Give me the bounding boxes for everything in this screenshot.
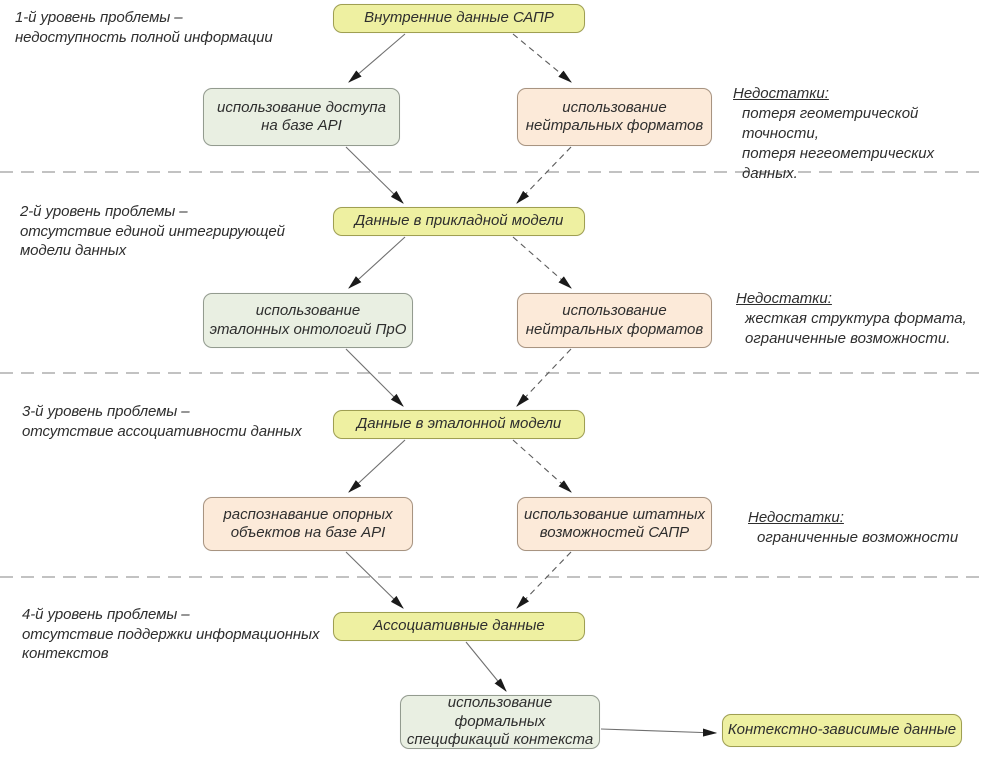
label-line: 4-й уровень проблемы – — [22, 606, 190, 623]
arrow-l1-left-to-l2 — [345, 146, 404, 204]
drawbacks-line: потеря геометрической точности, — [742, 105, 919, 142]
level-4-problem-label: 4-й уровень проблемы – отсутствие поддер… — [22, 605, 319, 664]
box-api-access: использование доступа на базе API — [203, 88, 400, 146]
box-label-line: спецификаций контекста — [406, 731, 594, 749]
label-line: отсутствие единой интегрирующей — [20, 222, 285, 240]
drawbacks-line: потеря негеометрических данных. — [742, 145, 935, 182]
box-label-line: использование формальных — [447, 694, 553, 730]
box-neutral-formats-2: использование нейтральных форматов — [517, 293, 712, 348]
box-neutral-formats-1: использование нейтральных форматов — [517, 88, 712, 146]
box-formal-context-specs: использование формальных спецификаций ко… — [400, 694, 600, 749]
box-applied-model-data: Данные в прикладной модели — [333, 207, 585, 236]
box-reference-ontologies: использование эталонных онтологий ПрО — [203, 293, 413, 348]
box-label-line: использование доступа — [217, 98, 386, 116]
arrow-l2-source-to-left — [348, 236, 406, 289]
box-label: Данные в прикладной модели — [354, 212, 564, 230]
arrow-l2-source-to-right — [512, 236, 572, 289]
label-line: недоступность полной информации — [15, 28, 273, 46]
box-label-line: использование — [562, 302, 667, 319]
arrow-l3-source-to-right — [512, 439, 572, 493]
arrow-l3-right-to-l4 — [516, 551, 572, 609]
drawbacks-title: Недостатки: — [733, 85, 829, 102]
box-label-line: использование — [562, 98, 667, 116]
box-associative-data: Ассоциативные данные — [333, 612, 585, 641]
box-label-line: использование штатных — [524, 505, 705, 523]
box-label: Внутренние данные САПР — [364, 9, 554, 27]
box-label-line: распознавание опорных — [223, 505, 393, 523]
box-cad-builtin-features: использование штатных возможностей САПР — [517, 497, 712, 551]
label-line: 1-й уровень проблемы – — [15, 9, 183, 26]
box-label-line: объектов на базе API — [230, 524, 386, 541]
drawbacks-line: ограниченные возможности — [757, 529, 959, 546]
box-label-line: использование — [255, 302, 361, 319]
arrow-l1-right-to-l2 — [516, 146, 572, 204]
label-line: отсутствие поддержки информационных — [22, 625, 320, 643]
arrow-l3-left-to-l4 — [345, 551, 404, 609]
arrow-l1-source-to-right — [512, 33, 572, 83]
drawbacks-line: жесткая структура формата, — [745, 310, 967, 327]
drawbacks-level-3: Недостатки: ограниченные возможности — [748, 508, 958, 548]
box-internal-cad-data: Внутренние данные САПР — [333, 4, 585, 33]
box-reference-model-data: Данные в эталонной модели — [333, 410, 585, 439]
drawbacks-line: ограниченные возможности. — [745, 330, 951, 347]
box-label-line: нейтральных форматов — [525, 117, 704, 134]
box-label-line: нейтральных форматов — [525, 320, 704, 338]
box-label-line: на базе API — [261, 117, 342, 134]
arrow-l4-solution-to-result — [600, 728, 718, 737]
drawbacks-level-1: Недостатки: потеря геометрической точнос… — [733, 84, 986, 184]
box-context-dependent-data: Контекстно-зависимые данные — [722, 714, 962, 747]
label-line: 2-й уровень проблемы – — [20, 203, 188, 220]
box-label: Ассоциативные данные — [373, 617, 545, 635]
box-label: Данные в эталонной модели — [356, 415, 562, 433]
label-line: 3-й уровень проблемы – — [22, 403, 190, 420]
arrow-l1-source-to-left — [348, 33, 406, 83]
box-label: Контекстно-зависимые данные — [727, 721, 957, 739]
drawbacks-title: Недостатки: — [748, 509, 844, 526]
level-2-problem-label: 2-й уровень проблемы – отсутствие единой… — [20, 202, 285, 261]
box-label-line: возможностей САПР — [539, 524, 690, 541]
arrow-l3-source-to-left — [348, 439, 406, 493]
drawbacks-level-2: Недостатки: жесткая структура формата, о… — [736, 289, 967, 349]
drawbacks-title: Недостатки: — [736, 290, 832, 307]
label-line: контекстов — [22, 645, 109, 662]
label-line: модели данных — [20, 242, 127, 259]
box-reference-objects-recognition: распознавание опорных объектов на базе A… — [203, 497, 413, 551]
level-3-problem-label: 3-й уровень проблемы – отсутствие ассоци… — [22, 402, 302, 441]
box-label-line: эталонных онтологий ПрО — [209, 320, 407, 338]
label-line: отсутствие ассоциативности данных — [22, 422, 302, 440]
level-1-problem-label: 1-й уровень проблемы – недоступность пол… — [15, 8, 273, 47]
arrow-l4-source-to-solution — [465, 641, 507, 692]
arrow-l2-left-to-l3 — [345, 348, 404, 407]
arrow-l2-right-to-l3 — [516, 348, 572, 407]
